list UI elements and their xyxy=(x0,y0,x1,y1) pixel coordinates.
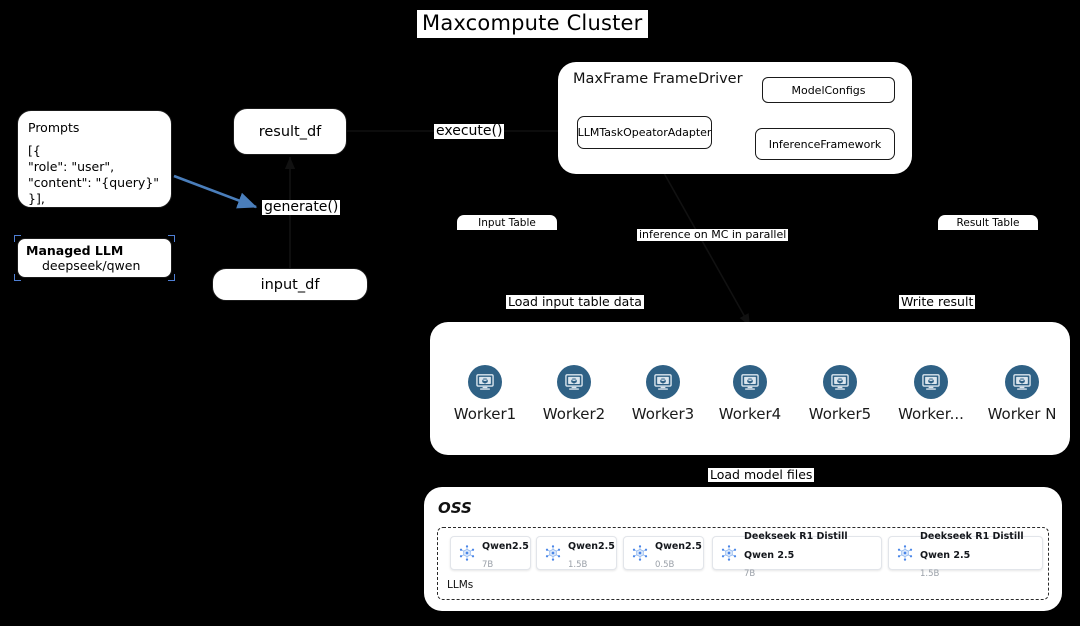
result-table-shape[interactable]: Result Table xyxy=(938,215,1038,230)
framedriver-title: MaxFrame FrameDriver xyxy=(573,71,743,87)
worker-monitor-icon xyxy=(646,365,680,399)
input-table-label: Input Table xyxy=(478,216,536,229)
input-df-box[interactable]: input_df xyxy=(212,268,368,301)
worker-label: Worker4 xyxy=(718,405,782,423)
worker-monitor-icon xyxy=(557,365,591,399)
model-network-icon xyxy=(720,544,738,562)
result-df-box[interactable]: result_df xyxy=(233,108,347,155)
model-name: Qwen2.5 xyxy=(568,540,615,552)
selection-handle-bottom-left[interactable] xyxy=(14,274,21,281)
prompts-heading: Prompts xyxy=(28,120,80,135)
managed-llm-box[interactable]: Managed LLM deepseek/qwen xyxy=(14,235,175,281)
result-table-label: Result Table xyxy=(956,216,1020,229)
worker-label: Worker5 xyxy=(808,405,872,423)
model-name: Qwen2.5 xyxy=(655,540,702,552)
arrow-prompts-to-generate xyxy=(173,174,258,209)
worker-monitor-icon xyxy=(733,365,767,399)
selection-handle-bottom-right[interactable] xyxy=(168,274,175,281)
worker-node[interactable]: Worker N xyxy=(982,365,1062,423)
input-table-shape[interactable]: Input Table xyxy=(457,215,557,230)
result-df-label: result_df xyxy=(258,123,322,140)
managed-llm-value: deepseek/qwen xyxy=(42,258,141,273)
model-network-icon xyxy=(544,544,562,562)
load-input-edge-label: Load input table data xyxy=(506,294,644,309)
model-configs-label: ModelConfigs xyxy=(791,83,866,97)
model-name: Qwen2.5 xyxy=(482,540,529,552)
prompts-box[interactable]: Prompts [{ "role": "user", "content": "{… xyxy=(17,110,172,208)
prompts-code: [{ "role": "user", "content": "{query}" … xyxy=(28,143,160,206)
model-name: Deekseek R1 Distill Qwen 2.5 xyxy=(920,531,1024,561)
worker-node[interactable]: Worker2 xyxy=(534,365,614,423)
page-title: Maxcompute Cluster xyxy=(417,10,648,38)
worker-node[interactable]: Worker4 xyxy=(710,365,790,423)
llms-group xyxy=(437,527,1049,600)
load-model-edge-label: Load model files xyxy=(708,467,815,482)
model-size: 7B xyxy=(482,560,494,570)
worker-label: Worker3 xyxy=(631,405,695,423)
model-configs-box[interactable]: ModelConfigs xyxy=(762,77,895,103)
model-size: 1.5B xyxy=(568,560,588,570)
worker-label: Worker N xyxy=(987,405,1057,423)
worker-node[interactable]: Worker3 xyxy=(623,365,703,423)
oss-title: OSS xyxy=(438,499,472,517)
selection-handle-top-left[interactable] xyxy=(14,235,21,242)
worker-monitor-icon xyxy=(468,365,502,399)
worker-node[interactable]: Worker1 xyxy=(445,365,525,423)
selection-handle-top-right[interactable] xyxy=(168,235,175,242)
llm-task-operator-adapter-box[interactable]: LLMTaskOpeatorAdapter xyxy=(577,116,712,149)
inference-edge-label: inference on MC in parallel xyxy=(637,228,789,242)
write-result-edge-label: Write result xyxy=(899,294,976,309)
worker-monitor-icon xyxy=(914,365,948,399)
llms-group-label: LLMs xyxy=(447,579,474,591)
model-card[interactable]: Deekseek R1 Distill Qwen 2.5 7B xyxy=(712,531,882,579)
model-size: 0.5B xyxy=(655,560,675,570)
model-network-icon xyxy=(896,544,914,562)
adapter-label: LLMTaskOpeatorAdapter xyxy=(577,126,712,139)
model-card[interactable]: Qwen2.5 0.5B xyxy=(623,536,704,570)
worker-label: Worker... xyxy=(898,405,964,423)
inference-framework-label: InferenceFramework xyxy=(768,137,882,151)
model-network-icon xyxy=(458,544,476,562)
worker-node[interactable]: Worker... xyxy=(891,365,971,423)
worker-node[interactable]: Worker5 xyxy=(800,365,880,423)
input-df-label: input_df xyxy=(260,276,320,293)
execute-call-label: execute() xyxy=(434,123,505,140)
model-name: Deekseek R1 Distill Qwen 2.5 xyxy=(744,531,848,561)
worker-label: Worker2 xyxy=(542,405,606,423)
worker-monitor-icon xyxy=(823,365,857,399)
model-size: 1.5B xyxy=(920,569,940,580)
generate-call-label: generate() xyxy=(262,199,341,216)
worker-label: Worker1 xyxy=(453,405,517,423)
model-card[interactable]: Deekseek R1 Distill Qwen 2.5 1.5B xyxy=(888,531,1043,579)
model-network-icon xyxy=(631,544,649,562)
model-card[interactable]: Qwen2.5 1.5B xyxy=(536,536,617,570)
inference-framework-box[interactable]: InferenceFramework xyxy=(755,128,895,160)
model-card[interactable]: Qwen2.5 7B xyxy=(450,536,531,570)
managed-llm-heading: Managed LLM xyxy=(26,243,124,258)
worker-monitor-icon xyxy=(1005,365,1039,399)
model-size: 7B xyxy=(744,569,756,580)
